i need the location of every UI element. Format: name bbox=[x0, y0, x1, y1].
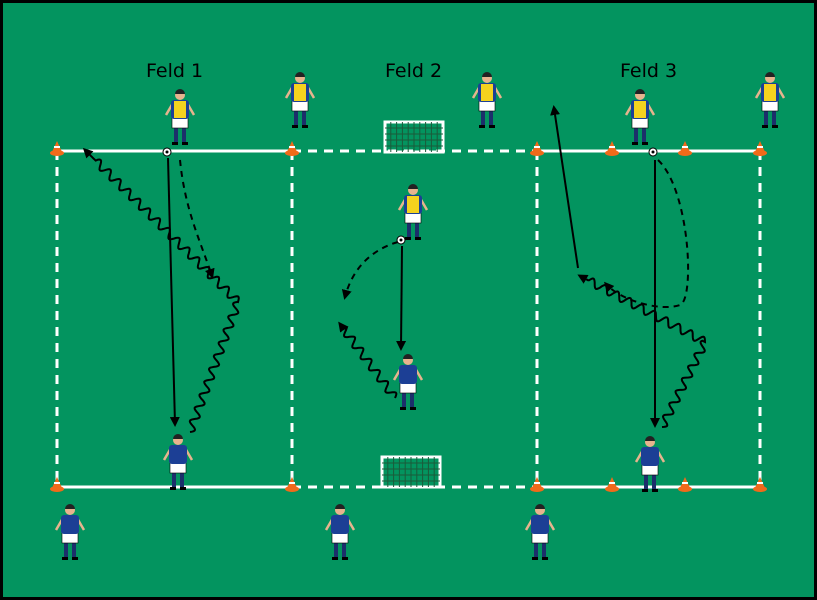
cone-icon bbox=[753, 141, 767, 156]
cone-icon bbox=[285, 477, 299, 492]
player-blue bbox=[392, 354, 424, 410]
cone-icon bbox=[530, 141, 544, 156]
dribble-arrow bbox=[577, 274, 707, 428]
field-label-1: Feld 1 bbox=[146, 60, 204, 82]
run-arrow bbox=[341, 241, 399, 300]
dribble-arrow bbox=[338, 321, 398, 399]
cone-icon bbox=[753, 477, 767, 492]
cone-icon bbox=[678, 141, 692, 156]
run-arrow bbox=[179, 159, 215, 279]
field-label-2: Feld 2 bbox=[385, 60, 443, 82]
player-blue bbox=[324, 504, 356, 560]
pass-arrow bbox=[550, 105, 579, 269]
cone-icon bbox=[50, 141, 64, 156]
pass-arrow bbox=[167, 157, 180, 427]
player-blue bbox=[524, 504, 556, 560]
player-blue bbox=[54, 504, 86, 560]
player-yellow-vest bbox=[471, 72, 503, 128]
ball-icon bbox=[162, 147, 172, 157]
cone-icon bbox=[285, 141, 299, 156]
player-yellow-vest bbox=[624, 89, 656, 145]
cone-icon bbox=[530, 477, 544, 492]
pitch-background bbox=[3, 3, 814, 597]
player-yellow-vest bbox=[397, 184, 429, 240]
goal bbox=[383, 120, 445, 154]
dribble-arrow bbox=[82, 147, 240, 433]
player-yellow-vest bbox=[164, 89, 196, 145]
field-lines bbox=[55, 149, 762, 489]
cone-icon bbox=[605, 477, 619, 492]
player-yellow-vest bbox=[754, 72, 786, 128]
field-label-3: Feld 3 bbox=[620, 60, 678, 82]
ball-icon bbox=[396, 235, 406, 245]
player-blue bbox=[634, 436, 666, 492]
player-yellow-vest bbox=[284, 72, 316, 128]
player-blue bbox=[162, 434, 194, 490]
cone-icon bbox=[50, 477, 64, 492]
ball-icon bbox=[648, 147, 658, 157]
cone-icon bbox=[605, 141, 619, 156]
cone-icon bbox=[678, 477, 692, 492]
pass-arrow bbox=[396, 245, 407, 351]
goal bbox=[380, 455, 442, 489]
